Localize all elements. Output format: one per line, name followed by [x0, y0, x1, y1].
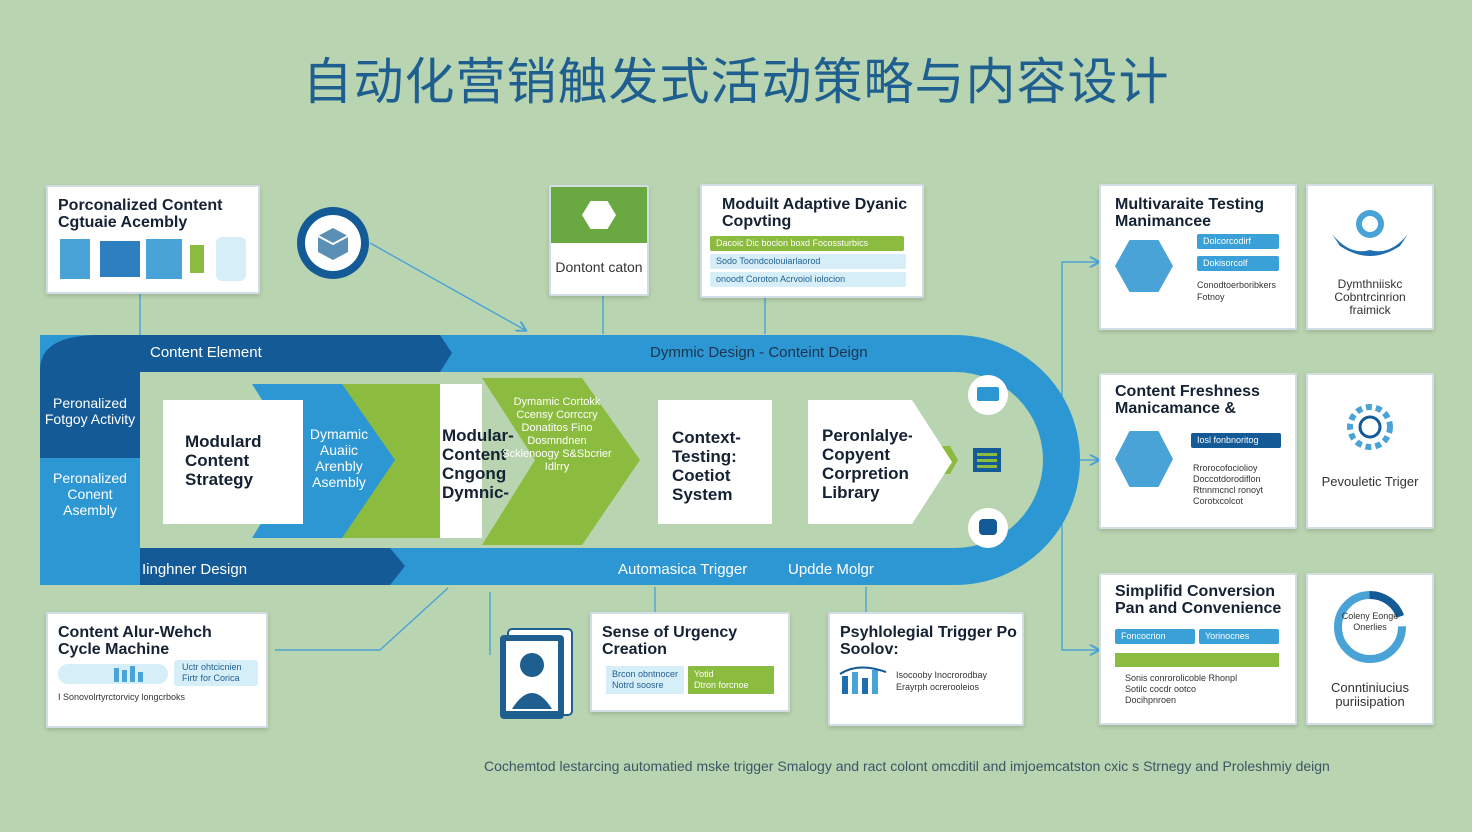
step-modular-ongong: Modular-Content Cngong Dymnic-	[442, 426, 514, 502]
card-line: Erayrph ocrerooleios	[896, 682, 980, 692]
step-label: Peronlalye-Copyent Corpretion Library	[822, 426, 914, 502]
card-pevoulistic: Pevouletic Triger	[1306, 373, 1434, 529]
label-personalized-activity: Peronalized Fotgoy Activity	[44, 395, 136, 427]
card-line: Uctr ohtcicnien	[182, 662, 242, 672]
page-title: 自动化营销触发式活动策略与内容设计	[302, 53, 1170, 111]
card-title: Moduilt Adaptive Dyanic Copvting	[722, 196, 908, 230]
progress-bar	[1115, 653, 1279, 667]
step-dynamic-list: Dymamic Cortokk Ccensy Corrccry Donatito…	[502, 396, 612, 473]
card-content-freshness: Content Freshness Manicamance & Iosl fon…	[1099, 373, 1297, 529]
profile-card-icon	[500, 628, 573, 719]
card-line: Sodo Toondcolouiarlaorod	[710, 254, 906, 269]
card-bullet: Doccotdorodiflon	[1193, 474, 1261, 484]
shield-check-icon	[1115, 431, 1173, 487]
card-dynamistic: Dymthniiskc Cobntrcinrion fraimick	[1306, 184, 1434, 330]
connector-line	[369, 242, 525, 330]
band-label-update-molgr: Updde Molgr	[788, 561, 874, 578]
card-content-caton: Dontont caton	[549, 185, 649, 296]
chart-icon	[839, 666, 887, 694]
card-line: Notrd soosre	[612, 680, 664, 690]
database-icon	[60, 237, 246, 281]
card-personalized-content: Porconalized Content Cgtuaie Acembly	[46, 185, 260, 294]
card-line: Dtron forcnoe	[694, 680, 749, 690]
step-dynamic-assembly: Dymamic Auaiic Arenbly Asembly	[309, 426, 369, 490]
card-pill: Yorinocnes	[1199, 629, 1279, 644]
card-content-alert: Content Alur-Wehch Cycle Machine Uctr oh…	[46, 612, 268, 728]
step-label: Modulard Content Strategy	[185, 432, 262, 489]
card-sense-of-urgency: Sense of Urgency Creation Brcon obntnoce…	[590, 612, 790, 712]
step-copyent-library: Peronlalye-Copyent Corpretion Library	[808, 400, 914, 524]
step-modular-ongong-bg	[440, 384, 482, 538]
card-title: Multivaraite Testing Manimancee	[1115, 196, 1265, 230]
ring-chart-icon	[1334, 591, 1406, 663]
card-label: Pevouletic Triger	[1321, 474, 1419, 489]
card-bullet: Rrorocofociolioy	[1193, 463, 1258, 473]
footer-caption: Cochemtod lestarcing automatied mske tri…	[484, 758, 1330, 774]
band-segment-left	[40, 458, 140, 548]
step-arrow-tip	[912, 400, 952, 524]
card-continuous: Coleny Eonge Onerlies Conntiniucius puri…	[1306, 573, 1434, 725]
card-label: Conntiniucius puriisipation	[1330, 680, 1410, 709]
card-modular-adaptive: Moduilt Adaptive Dyanic Copvting Dacoic …	[700, 184, 924, 298]
card-pill: Iosl fonbnoritog	[1191, 433, 1281, 448]
hexagon-icon	[582, 201, 616, 229]
card-title: Psyhlolegial Trigger Po Soolov:	[840, 624, 1017, 658]
card-line: Yotid	[694, 669, 714, 679]
card-bullet: Fotnoy	[1197, 292, 1225, 302]
card-line: Dacoic Dic boclon boxd Focossturbics	[710, 236, 904, 251]
card-title: Porconalized Content Cgtuaie Acembly	[58, 197, 223, 231]
card-title: Simplifid Conversion Pan and Convenience	[1115, 583, 1282, 617]
band-label-automatic-trigger: Automasica Trigger	[618, 561, 748, 578]
chevron-green	[342, 384, 440, 538]
card-pill: Foncocrion	[1115, 629, 1195, 644]
card-bullet: Docihpnroen	[1125, 695, 1177, 705]
card-multivariate-testing: Multivaraite Testing Manimancee Dolcorco…	[1099, 184, 1297, 330]
step-label: Context-Testing: Coetiot System	[672, 428, 741, 504]
card-title: Content Freshness Manicamance &	[1115, 383, 1260, 417]
card-title: Sense of Urgency Creation	[602, 624, 738, 658]
card-bullet: Sonis conrorolicoble Rhonpl	[1125, 673, 1238, 683]
card-line: Firtr for Corica	[182, 673, 240, 683]
band-label-dynamic-design: Dymmic Design - Conteint Deign	[650, 344, 868, 361]
info-pill: Uctr ohtcicnien Firtr for Corica	[174, 660, 258, 686]
card-title: Content Alur-Wehch Cycle Machine	[58, 624, 212, 658]
card-footer: I Sonovolrtyrctorvicy longcrboks	[58, 692, 186, 702]
card-label: Dymthniiskc Cobntrcinrion fraimick	[1334, 277, 1406, 317]
chevron-green-2	[482, 378, 640, 545]
band-label-higher-design: Iinghner Design	[142, 561, 248, 578]
bar-chart-icon	[58, 664, 168, 684]
band-label-content-element: Content Element	[150, 344, 262, 361]
info-pill-green: Yotid Dtron forcnoe	[688, 666, 774, 694]
card-bullet: Conodtoerboribkers	[1197, 280, 1277, 290]
card-pill: Dolcorcodirf	[1197, 234, 1279, 249]
step-context-testing: Context-Testing: Coetiot System	[658, 400, 772, 524]
card-line: Brcon obntnocer	[612, 669, 679, 679]
ring-label: Coleny Eonge Onerlies	[1341, 611, 1399, 632]
card-bullet: Corotxcolcot	[1193, 496, 1244, 506]
card-bullet: Rtnnmcncl ronoyt	[1193, 485, 1264, 495]
connector-line	[275, 587, 449, 651]
card-line: onoodt Coroton Acrvoiol iolocion	[710, 272, 906, 287]
card-line: Isocooby Inocrorodbay	[896, 670, 988, 680]
step-modular-strategy: Modulard Content Strategy	[163, 400, 303, 524]
shield-icon	[1115, 240, 1173, 292]
card-bullet: Sotilc cocdr ootco	[1125, 684, 1197, 694]
band-segment-dark	[140, 548, 405, 585]
gear-icon	[1347, 404, 1393, 450]
hands-globe-icon	[1332, 210, 1408, 256]
card-simplified-conversion: Simplifid Conversion Pan and Convenience…	[1099, 573, 1297, 725]
info-pill: Brcon obntnocer Notrd soosre	[606, 666, 684, 694]
label-personalized-assembly: Peronalized Conent Asembly	[53, 470, 127, 518]
card-pill: Dokisorcolf	[1197, 256, 1279, 271]
card-psychological-trigger: Psyhlolegial Trigger Po Soolov: Isocooby…	[828, 612, 1024, 726]
card-title: Dontont caton	[555, 259, 643, 275]
